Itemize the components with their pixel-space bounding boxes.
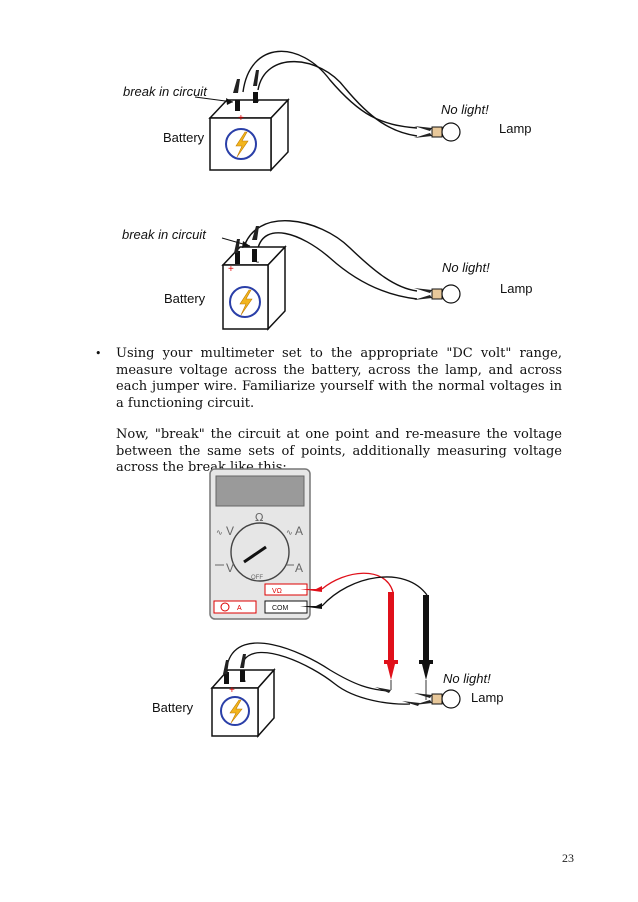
figure-break-circuit-1: + - break in circuit Battery No light! L… [123,50,532,172]
plus-sign: + [238,113,244,124]
minus-sign: - [256,257,259,268]
instructions: • Using your multimeter set to the appro… [92,346,562,492]
jack-va-label: VΩ [272,588,282,595]
lamp-icon [414,122,461,142]
paragraph-1: Using your multimeter set to the appropr… [116,346,562,411]
battery-label: Battery [163,130,205,145]
lamp-icon [414,284,461,304]
black-probe[interactable] [419,595,433,700]
bullet-icon: • [95,347,102,360]
battery-label: Battery [152,700,194,715]
battery-label: Battery [164,291,206,306]
v-dc-label: V [226,561,234,575]
break-in-circuit-label: break in circuit [122,227,207,242]
a-dc-label: A [295,561,303,575]
battery-bolt-icon [229,286,261,318]
red-probe[interactable] [384,592,398,690]
svg-text:∿: ∿ [286,528,293,537]
plus-sign: + [228,264,234,275]
jack-a[interactable] [213,600,257,614]
battery-bolt-icon [225,128,257,160]
svg-text:∿: ∿ [216,528,223,537]
no-light-label: No light! [443,671,491,686]
jack-com[interactable] [264,600,308,614]
ohm-symbol: Ω [255,511,263,524]
meter-display [215,475,305,507]
multimeter: Ω ∿ V ∿ A V A OFF VΩ A COM [209,468,311,620]
lamp-label: Lamp [500,281,533,296]
lamp-label: Lamp [471,690,504,705]
lamp-label: Lamp [499,121,532,136]
figure-break-circuit-2: + - break in circuit Battery No light! L… [122,220,533,331]
minus-sign: - [256,96,259,107]
v-ac-label: V [226,524,234,538]
jack-a-label: A [237,605,242,612]
figure-multimeter-break: Ω ∿ V ∿ A V A OFF VΩ A COM [152,468,504,738]
off-label: OFF [251,575,263,581]
minus-sign: - [243,676,246,687]
page-number: 23 [562,851,574,865]
dial-pointer [243,545,267,564]
bullet-paragraph: • Using your multimeter set to the appro… [92,346,562,412]
no-light-label: No light! [441,102,489,117]
lamp-icon [414,689,461,709]
battery-bolt-icon [220,696,250,726]
jack-com-label: COM [272,605,289,612]
break-in-circuit-label: break in circuit [123,84,208,99]
plus-sign: + [229,685,235,696]
no-light-label: No light! [442,260,490,275]
a-ac-label: A [295,524,303,538]
